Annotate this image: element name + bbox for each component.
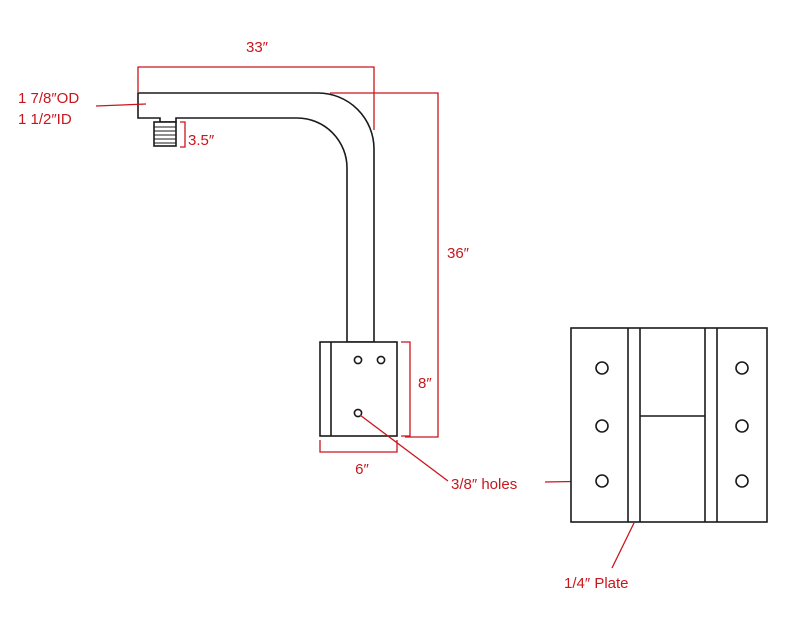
hole bbox=[735, 361, 749, 375]
side-mount-bracket bbox=[319, 341, 398, 437]
hole bbox=[595, 419, 609, 433]
hole bbox=[595, 361, 609, 375]
hole bbox=[353, 355, 363, 365]
label-plate-width: 6″ bbox=[355, 461, 369, 478]
dimension-thread: 3.5″ bbox=[180, 121, 215, 149]
label-plate-thickness: 1/4″ Plate bbox=[564, 575, 629, 592]
gooseneck-arm bbox=[137, 92, 398, 437]
dimension-6: 6″ bbox=[319, 440, 398, 478]
label-outer-diameter: 1 7/8″OD bbox=[18, 90, 79, 107]
hole bbox=[376, 355, 386, 365]
dimension-33: 33″ bbox=[137, 39, 375, 130]
label-inner-diameter: 1 1/2″ID bbox=[18, 111, 72, 128]
hole bbox=[595, 474, 609, 488]
callout-plate-thickness: 1/4″ Plate bbox=[564, 522, 635, 592]
dimension-diameter: 1 7/8″OD 1 1/2″ID bbox=[18, 90, 147, 128]
hole bbox=[735, 474, 749, 488]
dimension-36: 36″ bbox=[330, 92, 470, 438]
dimension-8: 8″ bbox=[401, 341, 432, 437]
label-width-33: 33″ bbox=[246, 39, 269, 56]
threaded-tip bbox=[153, 121, 177, 147]
label-height-36: 36″ bbox=[447, 245, 470, 262]
label-plate-height: 8″ bbox=[418, 375, 432, 392]
front-mount-plate bbox=[570, 327, 768, 523]
label-holes: 3/8″ holes bbox=[451, 476, 517, 493]
hole bbox=[353, 408, 363, 418]
hole bbox=[735, 419, 749, 433]
pipe-outline bbox=[137, 92, 375, 343]
label-thread-length: 3.5″ bbox=[188, 132, 215, 149]
